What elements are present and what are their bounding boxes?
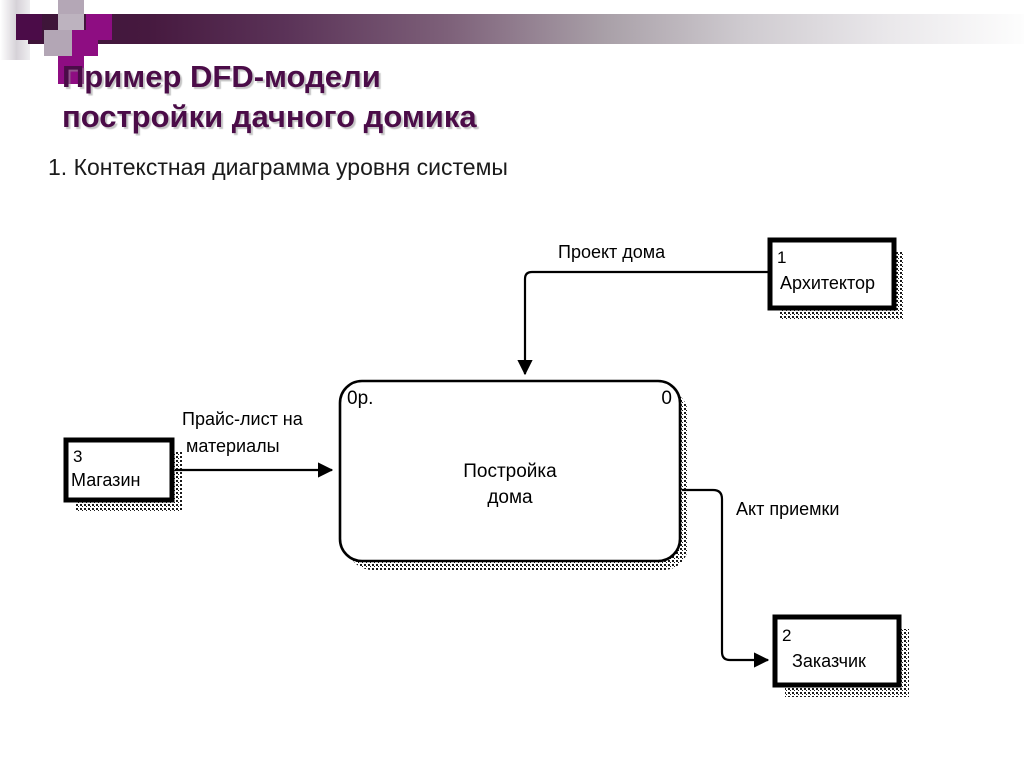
flow-price-list-label-line-1: Прайс-лист на <box>182 409 304 429</box>
page-subtitle: 1. Контекстная диаграмма уровня системы <box>48 154 508 180</box>
page-title-line-1: Пример DFD-модели <box>62 59 381 94</box>
flow-acceptance-act[interactable]: Акт приемки <box>682 488 839 668</box>
header-square-lilac-mid <box>44 30 72 56</box>
flow-acceptance-act-line <box>682 488 770 668</box>
process-name-line-1: Постройка <box>463 461 557 482</box>
process-name-line-2: дома <box>487 487 533 508</box>
header-square-magenta-top <box>86 14 112 40</box>
entity-customer[interactable]: 2 Заказчик <box>772 614 909 697</box>
process-id: 0 <box>661 388 672 409</box>
entity-architect[interactable]: 1 Архитектор <box>767 237 904 320</box>
page-title: Пример DFD-модели постройки дачного доми… <box>62 57 762 137</box>
flow-house-project-label: Проект дома <box>558 242 666 262</box>
process-cost-label: 0р. <box>347 388 373 409</box>
flow-price-list[interactable]: Прайс-лист на материалы <box>175 409 334 478</box>
entity-store-id: 3 <box>73 447 82 466</box>
entity-customer-id: 2 <box>782 626 791 645</box>
flow-house-project-line <box>517 270 768 376</box>
entity-architect-label: Архитектор <box>780 273 875 293</box>
entity-store-box <box>63 437 175 503</box>
process-box <box>338 379 682 563</box>
header-square-magenta-bottom <box>58 56 84 84</box>
flow-acceptance-act-label: Акт приемки <box>736 499 839 519</box>
entity-store-label: Магазин <box>71 470 140 490</box>
header-square-dark <box>16 14 42 40</box>
entity-store[interactable]: 3 Магазин <box>63 437 182 511</box>
page-title-line-2: постройки дачного домика <box>62 99 477 134</box>
entity-customer-box <box>772 614 902 688</box>
entity-architect-box <box>767 237 897 311</box>
entity-architect-id: 1 <box>777 248 786 267</box>
header-gradient-band <box>28 14 1024 44</box>
process-house-construction[interactable]: 0р. 0 Постройка дома <box>338 379 688 570</box>
flow-price-list-label-line-2: материалы <box>186 436 280 456</box>
flow-house-project[interactable]: Проект дома <box>517 242 768 376</box>
entity-customer-label: Заказчик <box>792 651 866 671</box>
